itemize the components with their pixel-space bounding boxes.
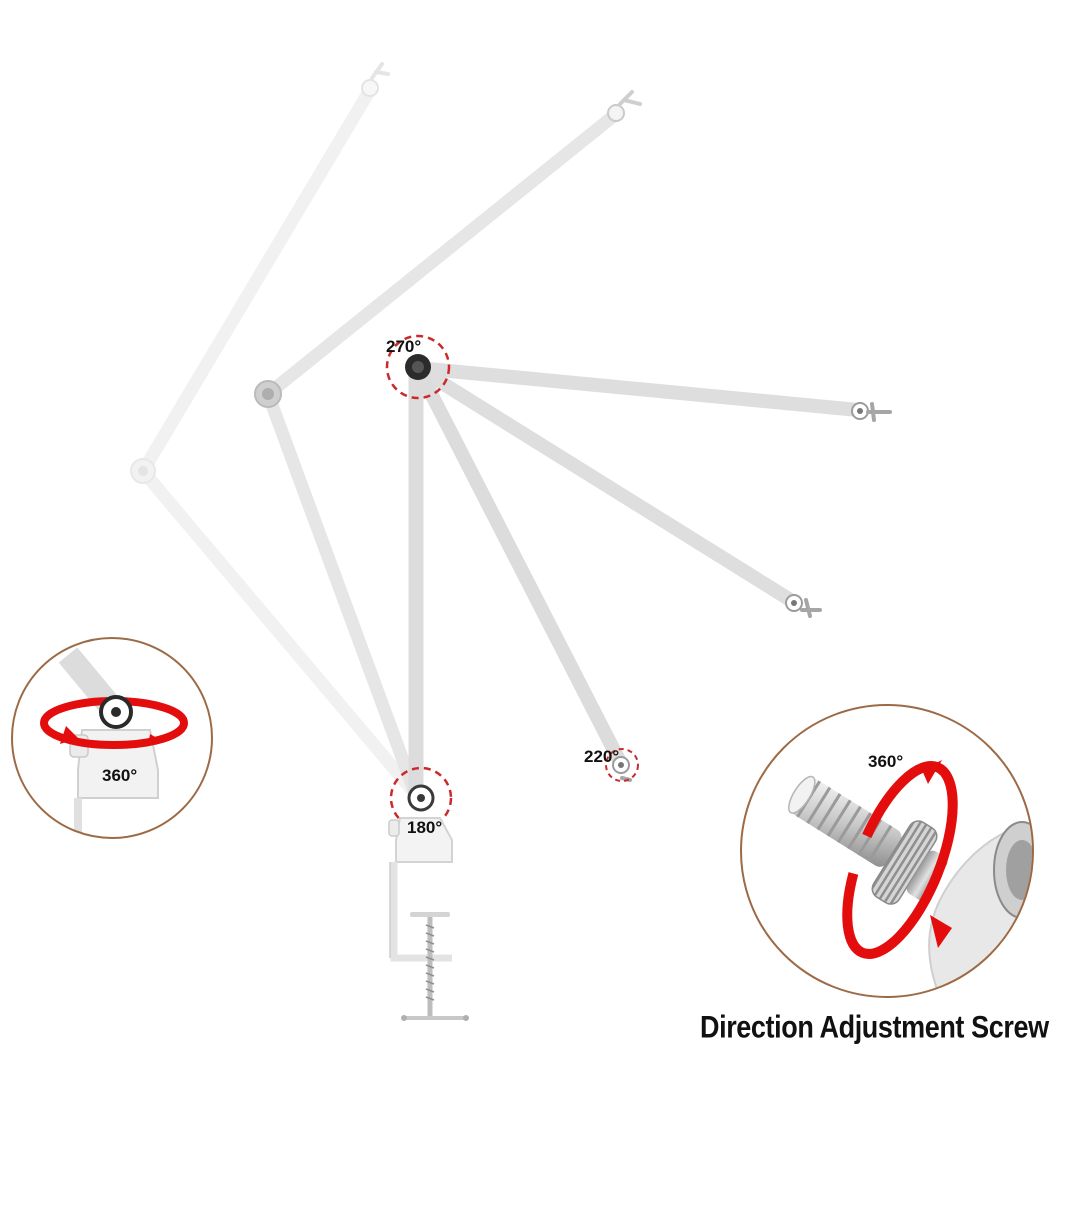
head-joint-highlight — [605, 748, 639, 782]
elbow-angle-label: 270° — [386, 337, 421, 356]
screw-rotation-label: 360° — [868, 752, 903, 771]
ghost-arm-mid — [254, 90, 642, 797]
arm-base — [388, 766, 453, 863]
elbow-joint — [385, 334, 451, 400]
ghost-arm-far — [130, 62, 419, 797]
desk-clamp — [389, 862, 469, 1021]
inset-adjustment-screw: 360° — [740, 704, 1034, 998]
head-angle-label: 220° — [584, 747, 619, 766]
forearm-horizontal — [411, 361, 892, 422]
caption: Direction Adjustment Screw — [700, 1010, 1049, 1045]
forearm-diagonal — [411, 361, 822, 618]
base-angle-label: 180° — [407, 818, 442, 837]
base-swivel-label: 360° — [102, 766, 137, 785]
inset-base-swivel: 360° — [11, 637, 213, 839]
